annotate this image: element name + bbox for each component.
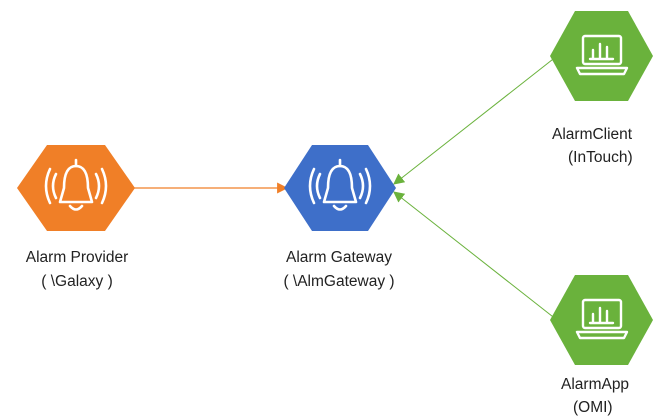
gateway-subtitle: ( \AlmGateway ) bbox=[283, 273, 394, 290]
laptop-chart-icon bbox=[575, 34, 629, 76]
node-alarm-gateway[interactable]: Alarm Gateway ( \AlmGateway ) bbox=[283, 145, 396, 290]
app-title: AlarmApp bbox=[561, 376, 629, 393]
bell-icon bbox=[44, 158, 108, 211]
app-hexagon bbox=[550, 275, 653, 365]
client-title: AlarmClient bbox=[552, 126, 633, 143]
gateway-hexagon bbox=[284, 145, 396, 231]
edge-app-to-gateway bbox=[393, 191, 558, 321]
edge-client-to-gateway bbox=[393, 55, 558, 185]
laptop-chart-icon bbox=[575, 298, 629, 340]
node-alarm-app[interactable]: AlarmApp (OMI) bbox=[550, 275, 653, 416]
provider-hexagon bbox=[17, 145, 135, 231]
app-subtitle: (OMI) bbox=[573, 399, 613, 416]
node-alarm-client[interactable]: AlarmClient (InTouch) bbox=[550, 11, 653, 166]
gateway-title: Alarm Gateway bbox=[286, 249, 392, 266]
bell-icon bbox=[308, 158, 372, 211]
client-hexagon bbox=[550, 11, 653, 101]
client-subtitle: (InTouch) bbox=[568, 149, 633, 166]
node-alarm-provider[interactable]: Alarm Provider ( \Galaxy ) bbox=[17, 145, 135, 290]
provider-subtitle: ( \Galaxy ) bbox=[41, 273, 112, 290]
provider-title: Alarm Provider bbox=[26, 249, 129, 266]
